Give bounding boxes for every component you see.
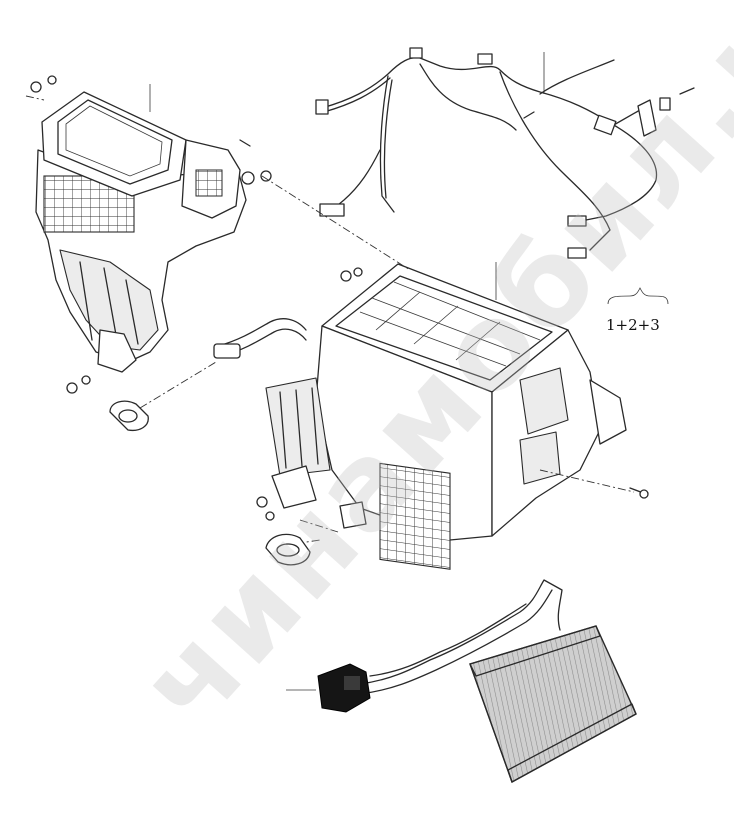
blower-housing [25,75,272,394]
callout-group: 1+2+3 [606,287,669,334]
hvac-main-unit [213,262,649,570]
heater-core [286,579,637,784]
callout-group-label: 1+2+3 [606,316,660,334]
watermark-text: чинамобил.рф [114,0,734,753]
wiring-harness [315,47,695,259]
gaskets [109,400,311,566]
watermark: чинамобил.рф [114,0,734,753]
